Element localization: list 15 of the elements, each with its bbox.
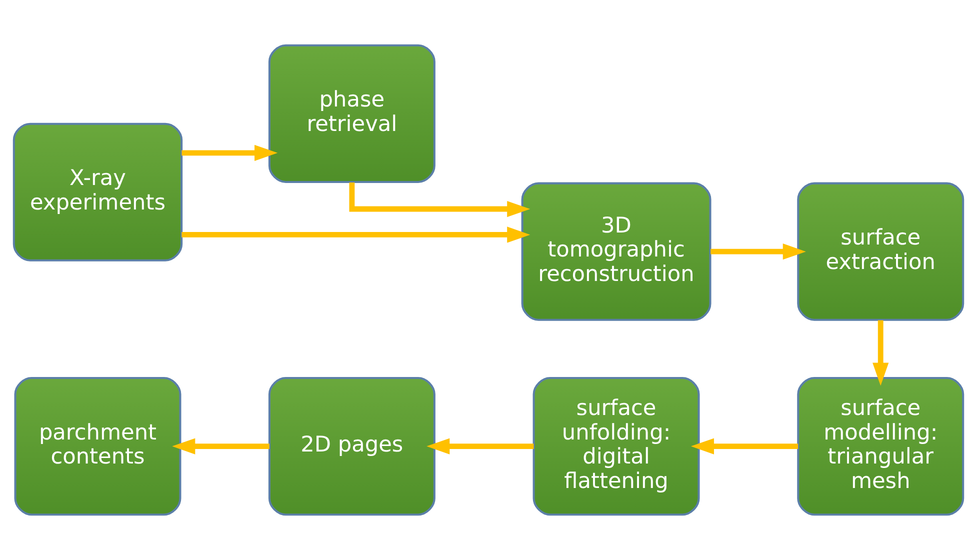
- arrow: [690, 438, 798, 454]
- arrow: [172, 438, 270, 454]
- node-box: parchment contents: [14, 377, 182, 516]
- arrow: [872, 320, 889, 386]
- arrow: [710, 244, 806, 260]
- node-box: surface modelling: triangular mesh: [797, 377, 964, 516]
- node-box: surface extraction: [797, 182, 964, 321]
- node-box: phase retrieval: [268, 44, 436, 183]
- arrow: [182, 226, 530, 243]
- arrow: [182, 144, 278, 161]
- node-box: X-ray experiments: [12, 122, 183, 262]
- node-box: 3D tomographic reconstruction: [521, 182, 712, 321]
- arrow: [426, 438, 534, 454]
- node-box: surface unfolding: digital flattening: [532, 377, 700, 516]
- node-box: 2D pages: [268, 377, 436, 516]
